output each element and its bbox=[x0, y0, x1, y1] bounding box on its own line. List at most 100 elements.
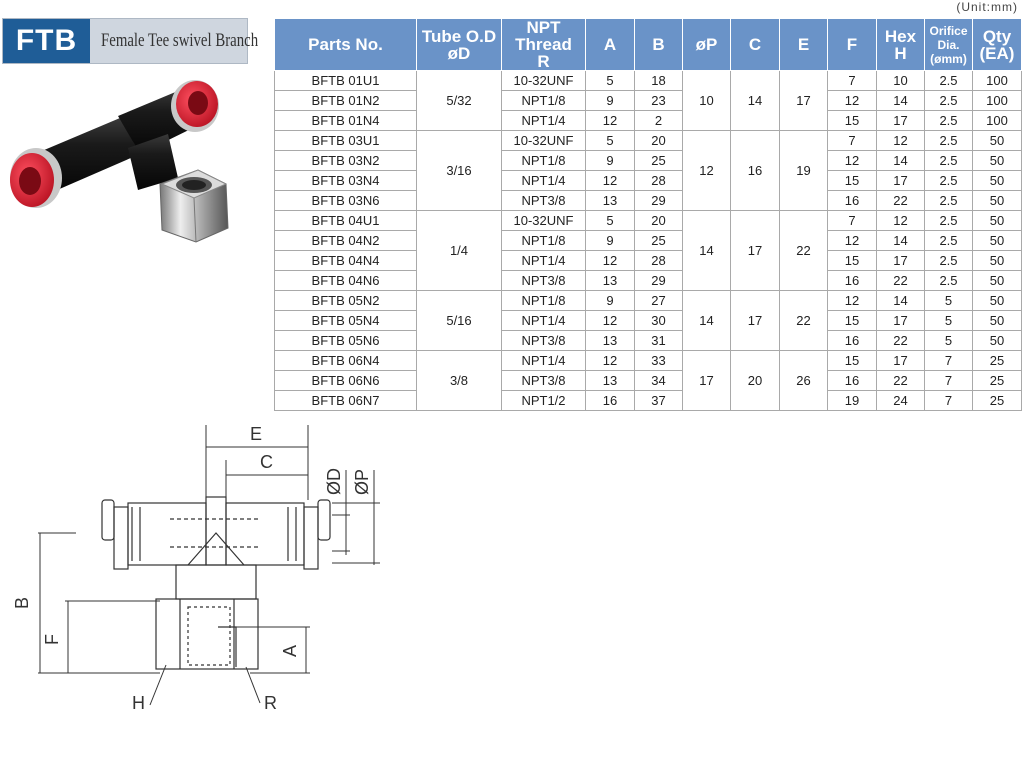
column-header-line1: F bbox=[846, 35, 858, 54]
column-header-line1: NPT Thread bbox=[515, 18, 572, 54]
cell-part-no: BFTB 04U1 bbox=[274, 210, 417, 231]
column-header-line1: B bbox=[652, 35, 665, 54]
column-header-line1: øP bbox=[695, 35, 718, 54]
cell-hex: 14 bbox=[876, 230, 925, 251]
cell-p: 12 bbox=[682, 130, 731, 211]
column-header-p: øP bbox=[682, 18, 731, 71]
cell-b: 2 bbox=[634, 110, 683, 131]
cell-tube-od: 3/8 bbox=[416, 350, 502, 411]
column-header-line2: (ømm) bbox=[930, 51, 967, 66]
cell-b: 20 bbox=[634, 130, 683, 151]
cell-f: 12 bbox=[827, 290, 877, 311]
cell-qty: 50 bbox=[972, 310, 1022, 331]
cell-a: 5 bbox=[585, 210, 635, 231]
cell-thread: NPT3/8 bbox=[501, 330, 586, 351]
cell-p: 17 bbox=[682, 350, 731, 411]
column-header-line2: øD bbox=[447, 43, 471, 63]
cell-f: 19 bbox=[827, 390, 877, 411]
cell-hex: 17 bbox=[876, 110, 925, 131]
cell-hex: 17 bbox=[876, 350, 925, 371]
cell-thread: NPT1/4 bbox=[501, 110, 586, 131]
cell-f: 15 bbox=[827, 250, 877, 271]
column-header-part: Parts No. bbox=[274, 18, 417, 71]
cell-e: 26 bbox=[779, 350, 828, 411]
cell-a: 12 bbox=[585, 110, 635, 131]
cell-thread: NPT3/8 bbox=[501, 190, 586, 211]
product-photo bbox=[10, 80, 229, 243]
cell-a: 13 bbox=[585, 270, 635, 291]
cell-qty: 25 bbox=[972, 350, 1022, 371]
cell-a: 9 bbox=[585, 90, 635, 111]
cell-orifice: 2.5 bbox=[924, 270, 973, 291]
cell-orifice: 2.5 bbox=[924, 230, 973, 251]
cell-c: 17 bbox=[730, 290, 780, 351]
dimension-drawing: E C ØD ØP B F A H R bbox=[12, 424, 380, 713]
cell-part-no: BFTB 03N4 bbox=[274, 170, 417, 191]
cell-thread: 10-32UNF bbox=[501, 130, 586, 151]
cell-hex: 17 bbox=[876, 310, 925, 331]
cell-hex: 22 bbox=[876, 370, 925, 391]
cell-qty: 50 bbox=[972, 330, 1022, 351]
column-header-line1: Tube O.D bbox=[421, 26, 497, 46]
cell-a: 12 bbox=[585, 170, 635, 191]
cell-f: 16 bbox=[827, 190, 877, 211]
cell-qty: 50 bbox=[972, 210, 1022, 231]
cell-a: 13 bbox=[585, 370, 635, 391]
column-header-c: C bbox=[730, 18, 780, 71]
cell-a: 16 bbox=[585, 390, 635, 411]
cell-e: 22 bbox=[779, 210, 828, 291]
column-header-line1: Parts No. bbox=[308, 35, 383, 54]
column-header-line1: A bbox=[603, 35, 617, 54]
cell-thread: 10-32UNF bbox=[501, 210, 586, 231]
product-badge: FTB Female Tee swivel Branch bbox=[2, 18, 258, 64]
cell-b: 37 bbox=[634, 390, 683, 411]
cell-e: 19 bbox=[779, 130, 828, 211]
column-header-e: E bbox=[779, 18, 828, 71]
cell-a: 5 bbox=[585, 130, 635, 151]
column-header-line1: Qty bbox=[982, 26, 1012, 46]
cell-c: 16 bbox=[730, 130, 780, 211]
cell-qty: 50 bbox=[972, 270, 1022, 291]
cell-qty: 50 bbox=[972, 130, 1022, 151]
cell-qty: 50 bbox=[972, 170, 1022, 191]
cell-b: 28 bbox=[634, 250, 683, 271]
cell-hex: 12 bbox=[876, 210, 925, 231]
cell-f: 12 bbox=[827, 90, 877, 111]
cell-b: 29 bbox=[634, 270, 683, 291]
column-header-line1: Hex bbox=[884, 26, 917, 46]
cell-c: 20 bbox=[730, 350, 780, 411]
cell-f: 15 bbox=[827, 170, 877, 191]
cell-thread: NPT1/4 bbox=[501, 250, 586, 271]
label-p: ØP bbox=[352, 469, 372, 495]
cell-thread: NPT1/2 bbox=[501, 390, 586, 411]
cell-orifice: 2.5 bbox=[924, 130, 973, 151]
cell-orifice: 2.5 bbox=[924, 150, 973, 171]
cell-b: 27 bbox=[634, 290, 683, 311]
cell-part-no: BFTB 06N6 bbox=[274, 370, 417, 391]
cell-part-no: BFTB 05N6 bbox=[274, 330, 417, 351]
cell-thread: 10-32UNF bbox=[501, 70, 586, 91]
cell-a: 13 bbox=[585, 190, 635, 211]
cell-qty: 50 bbox=[972, 190, 1022, 211]
cell-hex: 22 bbox=[876, 330, 925, 351]
cell-part-no: BFTB 03N6 bbox=[274, 190, 417, 211]
cell-thread: NPT3/8 bbox=[501, 270, 586, 291]
cell-hex: 22 bbox=[876, 270, 925, 291]
column-header-qty: Qty(EA) bbox=[972, 18, 1022, 71]
label-d: ØD bbox=[324, 468, 344, 495]
cell-b: 31 bbox=[634, 330, 683, 351]
